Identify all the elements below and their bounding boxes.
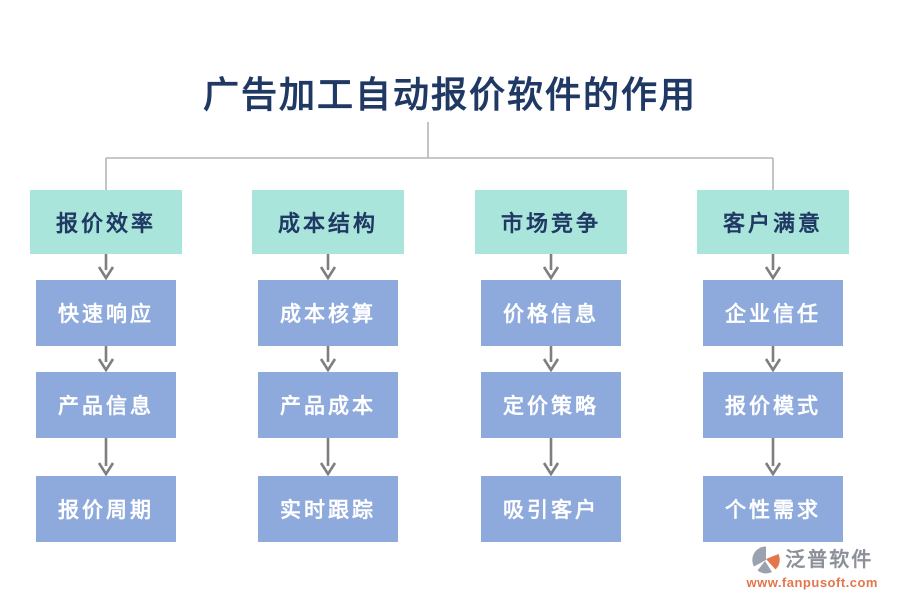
item-box: 成本核算 (258, 280, 398, 346)
item-box: 产品信息 (36, 372, 176, 438)
item-box: 报价模式 (703, 372, 843, 438)
column-header: 客户满意 (697, 190, 849, 254)
column-customer-satisfaction: 客户满意 企业信任 报价模式 个性需求 (693, 190, 853, 542)
column-market-competition: 市场竞争 价格信息 定价策略 吸引客户 (471, 190, 631, 542)
column-header: 成本结构 (252, 190, 404, 254)
item-box: 定价策略 (481, 372, 621, 438)
watermark: 泛普软件 www.fanpusoft.com (746, 545, 878, 590)
arrow-down-icon (319, 254, 337, 280)
column-header: 报价效率 (30, 190, 182, 254)
arrow-down-icon (319, 346, 337, 372)
arrow-down-icon (764, 438, 782, 476)
arrow-down-icon (97, 438, 115, 476)
column-header: 市场竞争 (475, 190, 627, 254)
item-box: 实时跟踪 (258, 476, 398, 542)
item-box: 个性需求 (703, 476, 843, 542)
item-box: 报价周期 (36, 476, 176, 542)
item-box: 企业信任 (703, 280, 843, 346)
arrow-down-icon (764, 346, 782, 372)
column-cost-structure: 成本结构 成本核算 产品成本 实时跟踪 (248, 190, 408, 542)
arrow-down-icon (542, 346, 560, 372)
arrow-down-icon (542, 438, 560, 476)
item-box: 吸引客户 (481, 476, 621, 542)
arrow-down-icon (764, 254, 782, 280)
arrow-down-icon (319, 438, 337, 476)
item-box: 价格信息 (481, 280, 621, 346)
watermark-brand: 泛普软件 (785, 548, 874, 571)
item-box: 快速响应 (36, 280, 176, 346)
arrow-down-icon (97, 346, 115, 372)
arrow-down-icon (542, 254, 560, 280)
page-title: 广告加工自动报价软件的作用 (202, 75, 697, 115)
item-box: 产品成本 (258, 372, 398, 438)
watermark-url: www.fanpusoft.com (746, 574, 878, 590)
fanpu-logo-icon (752, 546, 780, 574)
column-quote-efficiency: 报价效率 快速响应 产品信息 报价周期 (26, 190, 186, 542)
arrow-down-icon (97, 254, 115, 280)
